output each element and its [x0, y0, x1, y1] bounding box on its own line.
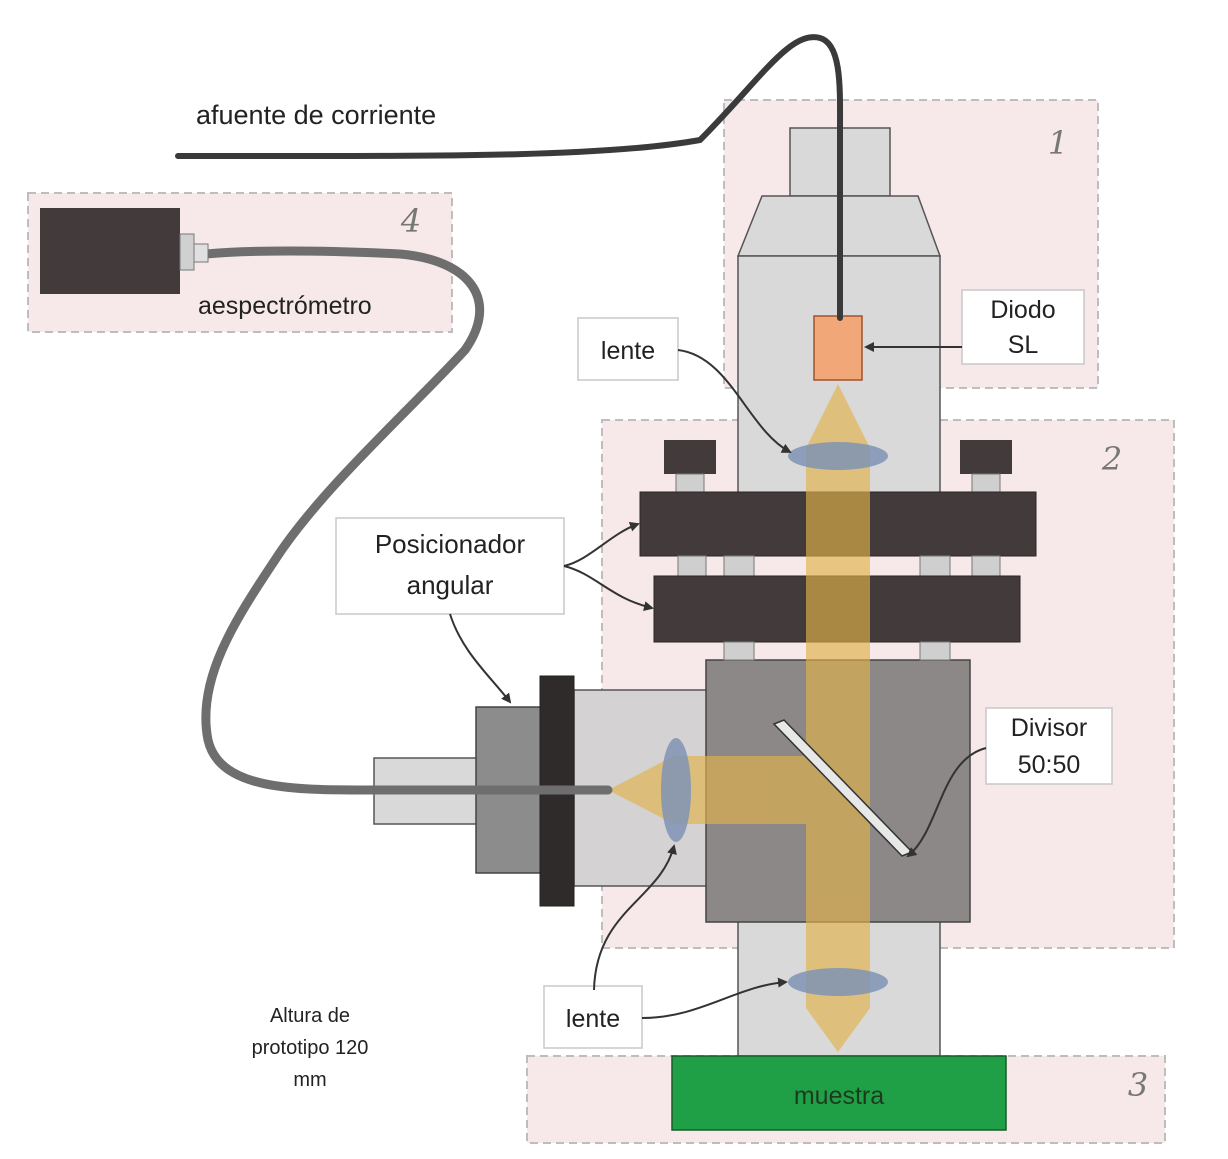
lente-top-label: lente	[601, 337, 655, 365]
spectrometer-port-tip	[193, 243, 209, 263]
spacer-5	[723, 641, 755, 661]
beam-horizontal	[608, 756, 806, 824]
lens-bottom	[788, 968, 888, 996]
posicionador-label-box	[335, 517, 565, 615]
zone-2-number: 2	[1101, 440, 1122, 478]
spectrometer-port	[179, 233, 195, 271]
lente-bottom-label: lente	[566, 1005, 620, 1033]
spacer-1	[677, 555, 707, 577]
posicionador-label-line1: Posicionador	[375, 529, 526, 559]
divisor-label-line1: Divisor	[1011, 714, 1087, 742]
beam-vertical	[806, 384, 870, 1052]
altura-label-line1: Altura de	[270, 1005, 350, 1027]
spectrometer-box	[40, 208, 180, 294]
arrow-posicionador-connector	[449, 613, 512, 704]
arrow-lente-bottom	[641, 977, 788, 1019]
lens-side	[661, 738, 691, 842]
sl-diode	[813, 315, 863, 381]
zone-3-number: 3	[1128, 1066, 1148, 1104]
arrow-lente-top	[677, 349, 792, 453]
arrow-lente-side	[593, 844, 677, 991]
altura-label-line3: mm	[293, 1069, 326, 1091]
altura-label-line2: prototipo 120	[252, 1037, 369, 1059]
divisor-label-line2: 50:50	[1018, 751, 1081, 779]
diodo-label-line1: Diodo	[990, 296, 1055, 324]
arrow-posicionador-top	[563, 521, 640, 567]
screw-shaft-left	[675, 473, 705, 493]
spacer-3	[919, 555, 951, 577]
sample-block	[671, 1055, 1007, 1131]
fuente-label: afuente de corriente	[196, 100, 436, 130]
screw-head-left	[664, 440, 716, 474]
power-cable	[175, 34, 844, 321]
arrow-divisor	[906, 747, 987, 858]
optical-fiber	[201, 246, 613, 795]
lens-top	[788, 442, 888, 470]
zone-4-number: 4	[400, 202, 421, 240]
muestra-label: muestra	[794, 1082, 884, 1110]
light-beam	[608, 384, 870, 1052]
divisor-label-box	[985, 707, 1113, 785]
zone-1-number: 1	[1048, 124, 1068, 162]
posicionador-label-line2: angular	[407, 570, 494, 600]
lente-bottom-label-box	[543, 985, 643, 1049]
screw-head-right	[960, 440, 1012, 474]
lente-top-label-box	[577, 317, 679, 381]
spacer-4	[971, 555, 1001, 577]
diodo-label-box	[961, 289, 1085, 365]
arrow-posicionador-bottom	[563, 565, 654, 612]
diodo-label-line2: SL	[1008, 331, 1039, 359]
screw-shaft-right	[971, 473, 1001, 493]
spacer-2	[723, 555, 755, 577]
espectrometro-label: aespectrómetro	[198, 292, 372, 320]
spacer-6	[919, 641, 951, 661]
